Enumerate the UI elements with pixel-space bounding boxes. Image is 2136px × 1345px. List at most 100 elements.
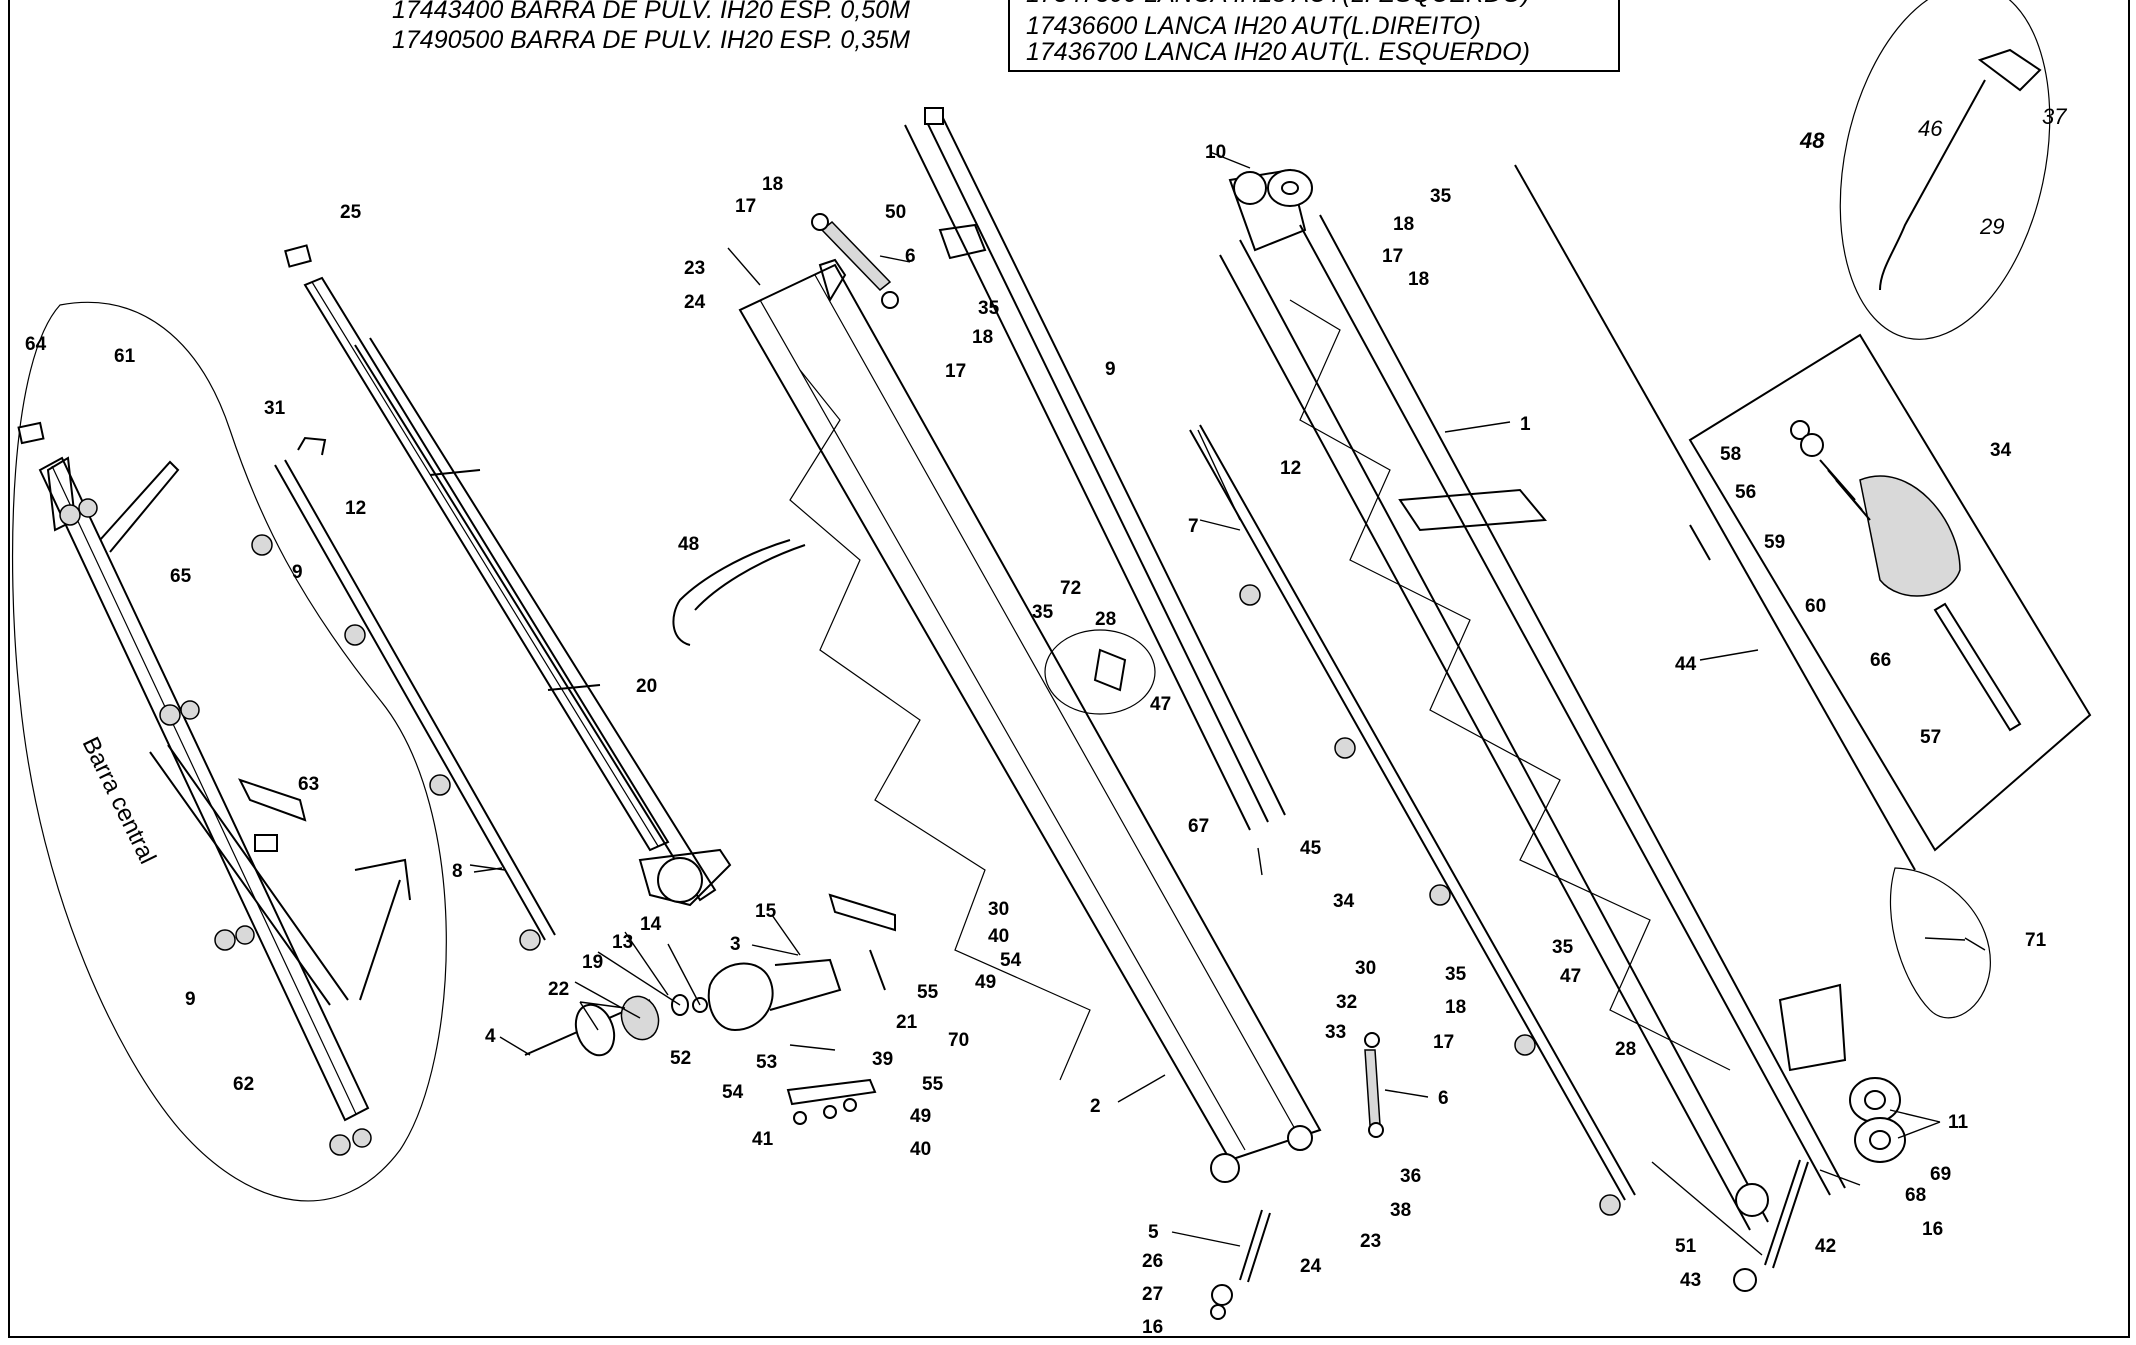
- callout-17-c: 17: [1382, 246, 1403, 267]
- central-nozzle-set: [59, 498, 372, 1156]
- callout-55-b: 55: [922, 1074, 944, 1095]
- wheel-set-11: [1849, 1077, 1906, 1163]
- callout-68: 68: [1905, 1185, 1926, 1206]
- callout-35-d: 35: [1445, 964, 1467, 985]
- callout-69: 69: [1930, 1164, 1951, 1185]
- callout-31: 31: [264, 398, 286, 419]
- callout-66: 66: [1870, 650, 1891, 671]
- callout-24-upper: 24: [684, 292, 706, 313]
- callout-50: 50: [885, 202, 906, 223]
- bolt-5: [1210, 1209, 1271, 1320]
- callout-17-a: 17: [735, 196, 756, 217]
- callout-44: 44: [1675, 654, 1697, 675]
- callout-35-a: 35: [1430, 186, 1452, 207]
- callout-36: 36: [1400, 1166, 1421, 1187]
- callout-16-lower: 16: [1142, 1317, 1163, 1338]
- callout-24-lower: 24: [1300, 1256, 1322, 1277]
- callout-30-a: 30: [988, 899, 1009, 920]
- callout-25: 25: [340, 202, 362, 223]
- callout-12-right: 12: [1280, 458, 1301, 479]
- callout-7: 7: [1188, 516, 1199, 537]
- callout-28-upper: 28: [1095, 609, 1116, 630]
- callout-32: 32: [1336, 992, 1357, 1013]
- detail-spring-assembly-34: [1688, 333, 2092, 852]
- callout-20: 20: [636, 676, 657, 697]
- wheel-10: [1267, 169, 1313, 207]
- callout-54-a: 54: [1000, 950, 1022, 971]
- callout-48-detail: 48: [1799, 128, 1825, 153]
- callout-13: 13: [612, 932, 633, 953]
- callout-39: 39: [872, 1049, 893, 1070]
- header-box-line-1: 17347300 LANCA IH18 AUT(L. ESQUERDO): [1026, 0, 1530, 9]
- callout-47-b: 47: [1560, 966, 1581, 987]
- callout-53: 53: [756, 1052, 777, 1073]
- callout-leaders: [469, 151, 1986, 1256]
- header-reference-box: [1008, 0, 1620, 72]
- callout-40-b: 40: [910, 1139, 931, 1160]
- callout-1: 1: [1520, 414, 1531, 435]
- boom-section-1: [1219, 168, 1847, 1231]
- callout-3: 3: [730, 934, 741, 955]
- callout-2: 2: [1090, 1096, 1101, 1117]
- callout-18-c: 18: [1393, 214, 1414, 235]
- callout-33: 33: [1325, 1022, 1346, 1043]
- callout-16-right: 16: [1922, 1219, 1943, 1240]
- header-box-line-2: 17436600 LANCA IH20 AUT(L.DIREITO): [1026, 12, 1481, 40]
- callout-18-a: 18: [762, 174, 783, 195]
- callout-43: 43: [1680, 1270, 1701, 1291]
- callout-14: 14: [640, 914, 662, 935]
- callout-57: 57: [1920, 727, 1941, 748]
- callout-28-lower: 28: [1615, 1039, 1636, 1060]
- boom-section-2: [738, 258, 1322, 1183]
- callout-38: 38: [1390, 1200, 1411, 1221]
- spray-pipe-8: [251, 436, 556, 951]
- callout-22: 22: [548, 979, 569, 1000]
- bolt-42: [1733, 1159, 1809, 1292]
- callout-9-left: 9: [292, 562, 303, 583]
- callout-58: 58: [1720, 444, 1741, 465]
- callout-71: 71: [2025, 930, 2047, 951]
- callout-17-b: 17: [945, 361, 966, 382]
- callout-47-a: 47: [1150, 694, 1171, 715]
- callout-45: 45: [1300, 838, 1322, 859]
- callout-49-b: 49: [910, 1106, 931, 1127]
- callout-17-d: 17: [1433, 1032, 1454, 1053]
- central-bar-outline: [11, 301, 447, 1202]
- callout-18-b: 18: [972, 327, 993, 348]
- bracket-28-detail: [1044, 629, 1156, 715]
- callout-35-b: 35: [978, 298, 1000, 319]
- callout-54-b: 54: [722, 1082, 744, 1103]
- callout-63: 63: [298, 774, 319, 795]
- spray-pipe-7: [1189, 424, 1636, 1216]
- callout-70: 70: [948, 1030, 969, 1051]
- callout-34-mid: 34: [1333, 891, 1355, 912]
- callout-64: 64: [25, 334, 47, 355]
- callout-6-upper: 6: [905, 246, 916, 267]
- drawing-frame: [8, 0, 2130, 1338]
- callout-46: 46: [1918, 116, 1943, 141]
- callout-29: 29: [1979, 214, 2004, 239]
- callout-67: 67: [1188, 816, 1209, 837]
- callout-49-a: 49: [975, 972, 996, 993]
- callout-9-central: 9: [185, 989, 196, 1010]
- callout-5: 5: [1148, 1222, 1159, 1243]
- callout-4: 4: [485, 1026, 496, 1047]
- callout-9-right: 9: [1105, 359, 1116, 380]
- callout-30-b: 30: [1355, 958, 1376, 979]
- handle-48-mid: [672, 539, 806, 646]
- callout-51: 51: [1675, 1236, 1697, 1257]
- callout-52: 52: [670, 1048, 691, 1069]
- callout-61: 61: [114, 346, 136, 367]
- header-line-1: 17443400 BARRA DE PULV. IH20 ESP. 0,50M: [392, 0, 910, 24]
- callout-21: 21: [896, 1012, 918, 1033]
- cylinder-6-upper: [811, 213, 899, 309]
- callout-59: 59: [1764, 532, 1785, 553]
- callout-72: 72: [1060, 578, 1081, 599]
- callout-6-lower: 6: [1438, 1088, 1449, 1109]
- callout-8: 8: [452, 861, 463, 882]
- detail-handle-48: [1839, 0, 2051, 340]
- callout-62: 62: [233, 1074, 254, 1095]
- callout-65: 65: [170, 566, 192, 587]
- callout-11: 11: [1948, 1112, 1969, 1133]
